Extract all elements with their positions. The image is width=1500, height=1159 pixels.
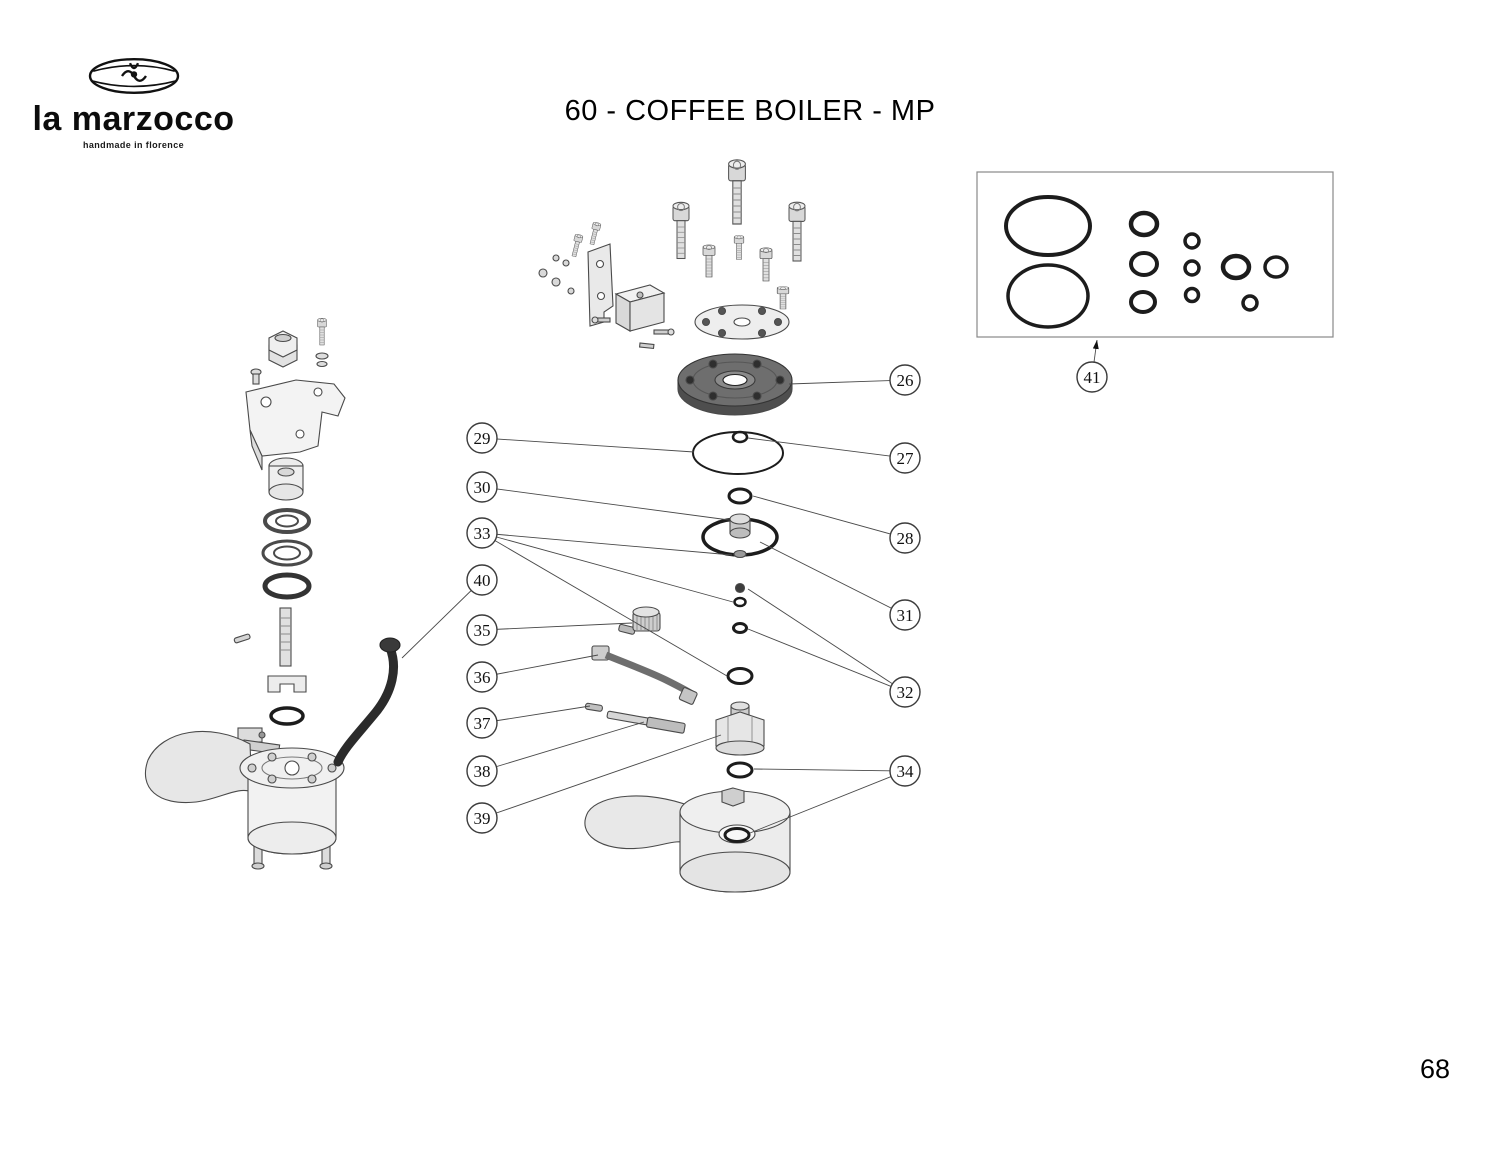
hex-nut: [268, 330, 298, 368]
piston-cup: [268, 457, 304, 501]
part-30-cap: [729, 513, 751, 559]
callout-label: 31: [897, 606, 914, 625]
leader-line-38: [481, 721, 645, 772]
leader-line-40: [401, 579, 483, 659]
part-40-hose: [333, 637, 401, 767]
callout-label: 35: [474, 621, 491, 640]
part-34-oring-upper: [726, 761, 754, 779]
logo-text: la marzocco: [32, 100, 235, 138]
callout-28: 28: [889, 522, 921, 554]
boiler-casting: [584, 787, 791, 893]
callout-label: 27: [897, 449, 915, 468]
la-marzocco-logo: la marzocco handmade in florence: [26, 52, 241, 150]
callout-label: 30: [474, 478, 491, 497]
part-37-pin: [584, 702, 603, 712]
leader-line-31: [759, 541, 906, 616]
callout-27: 27: [889, 442, 921, 474]
leader-line-33: [481, 532, 734, 603]
leader-line-34: [749, 770, 906, 834]
leader-line-29: [481, 437, 695, 453]
valve-small-parts: [726, 582, 754, 685]
callout-30: 30: [466, 471, 498, 503]
callout-label: 40: [474, 571, 491, 590]
small-fasteners: [538, 254, 575, 295]
leader-line-30: [481, 486, 730, 521]
callout-40: 40: [466, 564, 498, 596]
group-wing: [144, 730, 253, 804]
group-oring: [269, 706, 305, 726]
part-27-ring: [731, 430, 749, 444]
bearing-rings: [261, 508, 313, 600]
group-bracket: [245, 379, 346, 471]
valve-bracket: [587, 243, 614, 327]
part-34-oring-lower: [723, 827, 751, 843]
callout-26: 26: [889, 364, 921, 396]
group-boiler-body: [239, 747, 345, 870]
part-28-oring: [727, 487, 753, 505]
callout-label: 33: [474, 524, 491, 543]
callout-31: 31: [889, 599, 921, 631]
callout-label: 38: [474, 762, 491, 781]
part-29-oring: [692, 431, 784, 475]
la-marzocco-globe-icon: [88, 58, 179, 94]
top-plate: [694, 304, 790, 340]
callout-label: 36: [474, 668, 491, 687]
callout-label: 39: [474, 809, 491, 828]
callout-label: 26: [897, 371, 914, 390]
logo-tagline: handmade in florence: [82, 140, 185, 150]
leader-line-28: [752, 495, 906, 539]
leader-line-37: [481, 705, 591, 724]
cam-shaft: [233, 607, 307, 693]
callout-38: 38: [466, 755, 498, 787]
callout-36: 36: [466, 661, 498, 693]
callout-37: 37: [466, 707, 498, 739]
callout-label: 34: [897, 762, 915, 781]
solenoid-block: [591, 284, 675, 350]
leader-line-26: [788, 379, 906, 385]
callout-layer: 26 27 28 29 30 31 32 33 34 35 36 37 38 39 40 41: [401, 339, 1108, 834]
leader-line-27: [747, 437, 906, 459]
part-26-flange: [677, 353, 793, 416]
callout-35: 35: [466, 614, 498, 646]
callout-29: 29: [466, 422, 498, 454]
callout-32: 32: [889, 676, 921, 708]
callout-41: 41: [1076, 361, 1108, 393]
leader-line-34: [753, 768, 906, 772]
callout-label: 28: [897, 529, 914, 548]
callout-label: 41: [1084, 368, 1101, 387]
leader-line-35: [481, 622, 633, 631]
leader-line-39: [481, 734, 722, 819]
callout-label: 37: [474, 714, 492, 733]
page-title: 60 - COFFEE BOILER - MP: [564, 95, 936, 127]
leader-line-32: [747, 588, 906, 693]
callout-33: 33: [466, 517, 498, 549]
callout-label: 29: [474, 429, 491, 448]
callout-39: 39: [466, 802, 498, 834]
page-number: 68: [1419, 1054, 1450, 1084]
part-36-pipe: [591, 645, 698, 705]
leader-line-33: [481, 532, 728, 677]
coffee-boiler-assembly: [538, 159, 806, 893]
part-41-gasket-kit-box: [976, 171, 1334, 338]
callout-label: 32: [897, 683, 914, 702]
callout-34: 34: [889, 755, 921, 787]
part-35-cap: [618, 606, 661, 635]
group-assembly: [144, 317, 401, 870]
part-39-hex-fitting: [715, 701, 765, 756]
leader-line-32: [747, 628, 906, 693]
leader-line-33: [481, 532, 733, 556]
part-38-fitting: [606, 710, 686, 734]
leader-line-36: [481, 654, 599, 678]
